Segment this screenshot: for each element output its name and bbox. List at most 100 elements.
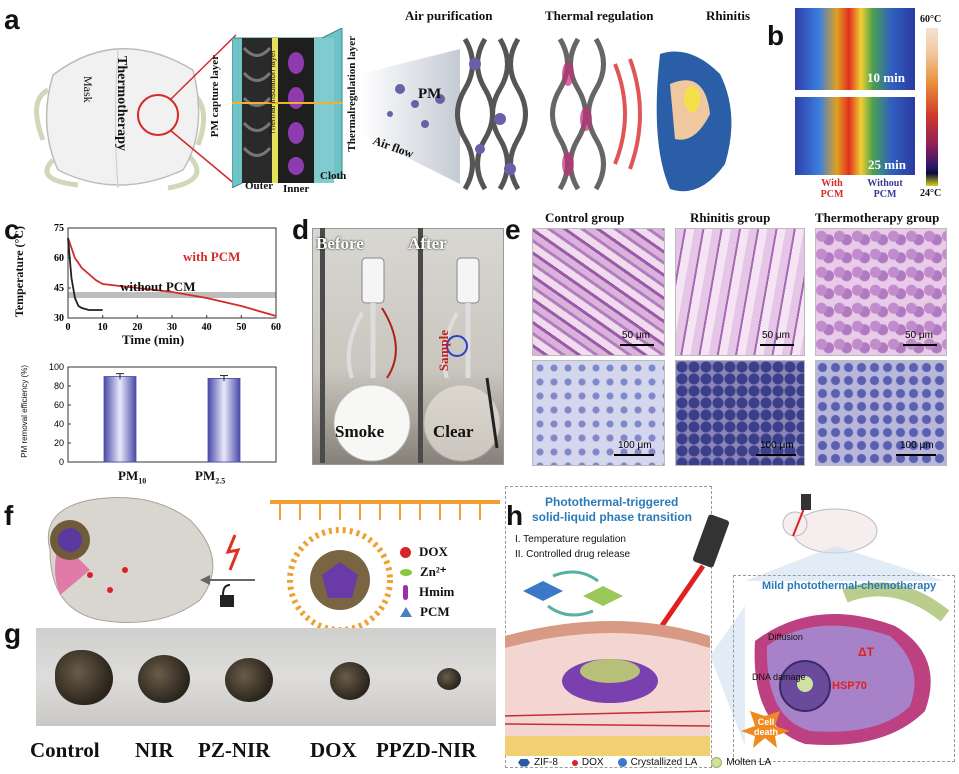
bar-y-tick-label-2: 40 [54,419,64,429]
f-legend: DOX Zn²⁺ Hmim PCM [400,544,454,620]
filter-layers-diagram [232,28,343,188]
crystallized-la-icon [617,758,627,767]
bar-y-tick-label-5: 100 [49,362,64,372]
panel-label-f: f [4,500,14,531]
photothermal-title-1: Photothermal-triggered [545,495,679,509]
mask-illustration [34,47,207,191]
pm25-main: PM [195,468,216,483]
smoke-label: Smoke [335,422,385,441]
legend-h-dox: DOX [571,757,604,768]
photothermal-illustration [505,494,950,756]
scalebar-thermo-bottom [896,454,936,456]
y-tick-label-1: 45 [54,283,64,294]
scale-label-rhinitis-top: 50 μm [762,330,790,341]
delta-t-label: ΔT [858,645,874,659]
colorbar-max-label: 60°C [920,14,942,25]
histology-rhinitis-bottom [675,360,805,466]
without-pcm-label: Without PCM [867,178,903,200]
mask-label: Mask [81,76,95,103]
h-item-2: II. Controlled drug release [515,549,631,560]
after-label: After [408,234,447,253]
thermoregulation-layer-label: Thermalregulation layer [346,36,358,152]
legend-zif8: ZIF-8 [518,757,558,768]
bar-y-tick-label-0: 0 [59,457,64,467]
dox-small-dot-icon [571,759,578,766]
thermal-image-25min [795,97,915,175]
photothermal-title-2: solid-liquid phase transition [532,510,693,524]
rhinitis-group-title: Rhinitis group [690,210,771,225]
thermal-image-10min [795,8,915,90]
line-plot-frame [67,227,277,319]
tumor-dox [330,662,370,700]
diffusion-label: Diffusion [768,632,803,642]
apparatus-drawing [320,228,501,463]
bar-y-tick-label-1: 20 [54,438,64,448]
tumor-nir [138,655,190,703]
legend-hmim: Hmim [400,584,454,600]
control-group-title: Control group [545,210,625,225]
h-legend: ZIF-8 DOX Crystallized LA Molten LA [518,757,771,768]
legend-zn: Zn²⁺ [400,564,454,580]
g-label-control: Control [30,738,100,762]
time-label-10min: 10 min [867,70,905,85]
x-tick-label-0: 0 [66,322,71,333]
legend-dox-label: DOX [419,544,448,559]
pm-label: PM [418,86,442,102]
g-label-nir: NIR [135,738,174,762]
histology-thermo-top [815,228,947,356]
dox-dot-icon [400,546,411,558]
legend-crystallized-la: Crystallized LA [617,757,697,768]
air-purification-title: Air purification [405,8,493,23]
temperature-axis-label: Temperature (°C) [12,226,26,318]
legend-molten-la: Molten LA [711,757,771,768]
scale-label-control-top: 50 μm [622,330,650,341]
panel-label-g: g [4,618,22,649]
outer-label: Outer [245,180,274,192]
inner-label: Inner [283,183,310,195]
histology-rhinitis-top [675,228,805,356]
panel-label-b: b [767,20,785,51]
pm25-label: PM2.5 [195,468,225,486]
cloth-label: Cloth [320,170,347,182]
series-line-0 [67,237,277,317]
tumor-ppzd-nir [437,668,461,690]
transition-band [68,292,276,298]
legend-dox: DOX [400,544,454,560]
pm10-main: PM [118,468,139,483]
zoom-lines [169,34,237,186]
bar-0 [103,376,137,463]
zif8-hex-icon [518,758,530,767]
hmim-bar-icon [403,584,408,600]
x-tick-label-1: 10 [98,322,108,333]
panel-label-e: e [505,214,521,245]
histology-control-bottom [532,360,665,466]
time-axis-label: Time (min) [122,332,185,347]
mild-therapy-box [733,575,955,762]
cell-death-label: Cell death [753,717,778,737]
legend-molten-la-label: Molten LA [726,757,772,768]
g-label-ppzd-nir: PPZD-NIR [376,738,477,762]
y-tick-label-2: 60 [54,253,64,264]
temperature-colorbar [926,28,938,186]
with-pcm-label: With PCM [820,178,844,200]
scalebar-control-bottom [614,454,654,456]
molten-la-icon [711,757,723,768]
histology-thermo-bottom [815,360,947,466]
scalebar-control-top [620,344,654,346]
legend-zif8-label: ZIF-8 [534,757,558,768]
tumor-nanoparticle-diagram [47,497,500,630]
sample-label: Sample [436,330,451,372]
pm-removal-axis-label: PM removal efficiency (%) [20,365,29,458]
mild-therapy-title: Mild photothermal-chemotherapy [762,580,937,592]
legend-pcm-label: PCM [420,604,450,619]
series-line-1 [67,237,103,311]
colorbar-min-label: 24°C [920,188,942,199]
bar-y-tick-label-3: 60 [54,400,64,410]
scalebar-rhinitis-bottom [756,454,796,456]
scale-label-thermo-bottom: 100 μm [900,440,934,451]
pm-capture-layer-label: PM capture layer [209,55,221,138]
legend-hmim-label: Hmim [419,584,455,599]
g-label-dox: DOX [310,738,357,762]
